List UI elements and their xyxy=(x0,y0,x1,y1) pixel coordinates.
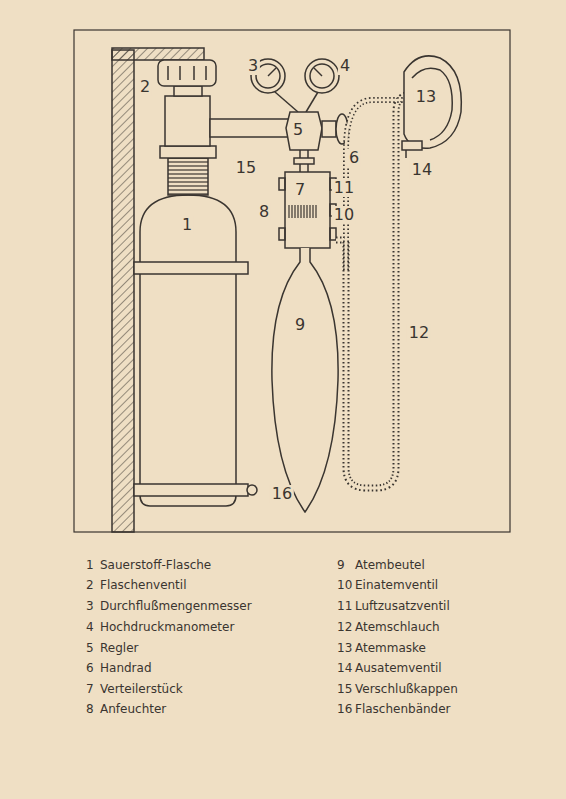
legend-number: 5 xyxy=(86,642,94,654)
legend-number: 6 xyxy=(86,662,94,674)
legend-text: Atembeutel xyxy=(355,559,425,571)
legend-number: 4 xyxy=(86,621,94,633)
legend-text: Durchflußmengenmesser xyxy=(100,600,252,612)
callout-number: 9 xyxy=(293,316,307,334)
legend-text: Anfeuchter xyxy=(100,703,166,715)
callout-number: 1 xyxy=(180,216,194,234)
legend-text: Atemschlauch xyxy=(355,621,440,633)
legend-number: 8 xyxy=(86,703,94,715)
legend-number: 1 xyxy=(86,559,94,571)
callout-number: 15 xyxy=(234,159,258,177)
legend-text: Regler xyxy=(100,642,138,654)
legend-number: 11 xyxy=(337,600,352,612)
legend-text: Flaschenbänder xyxy=(355,703,451,715)
legend-number: 10 xyxy=(337,579,352,591)
legend-text: Flaschenventil xyxy=(100,579,187,591)
legend-text: Atemmaske xyxy=(355,642,426,654)
callout-number: 16 xyxy=(270,485,294,503)
callout-number: 13 xyxy=(414,88,438,106)
callout-number: 11 xyxy=(332,179,356,197)
legend-text: Einatemventil xyxy=(355,579,438,591)
legend-text: Luftzusatzventil xyxy=(355,600,450,612)
legend-number: 14 xyxy=(337,662,352,674)
legend-number: 15 xyxy=(337,683,352,695)
callout-number: 7 xyxy=(293,181,307,199)
callout-number: 6 xyxy=(347,149,361,167)
legend-number: 2 xyxy=(86,579,94,591)
legend-text: Verschlußkappen xyxy=(355,683,458,695)
legend-number: 13 xyxy=(337,642,352,654)
legend-text: Ausatemventil xyxy=(355,662,442,674)
legend-text: Handrad xyxy=(100,662,152,674)
legend-number: 16 xyxy=(337,703,352,715)
legend-number: 3 xyxy=(86,600,94,612)
callout-number: 12 xyxy=(407,324,431,342)
legend-number: 12 xyxy=(337,621,352,633)
callout-number: 4 xyxy=(338,57,352,75)
legend-text: Verteilerstück xyxy=(100,683,183,695)
callout-number: 2 xyxy=(138,78,152,96)
legend-text: Sauerstoff-Flasche xyxy=(100,559,211,571)
legend-number: 7 xyxy=(86,683,94,695)
callout-number: 3 xyxy=(246,57,260,75)
callout-number: 14 xyxy=(410,161,434,179)
callout-number: 5 xyxy=(291,121,305,139)
legend-text: Hochdruckmanometer xyxy=(100,621,234,633)
callout-number: 10 xyxy=(332,206,356,224)
callout-number: 8 xyxy=(257,203,271,221)
legend-number: 9 xyxy=(337,559,345,571)
